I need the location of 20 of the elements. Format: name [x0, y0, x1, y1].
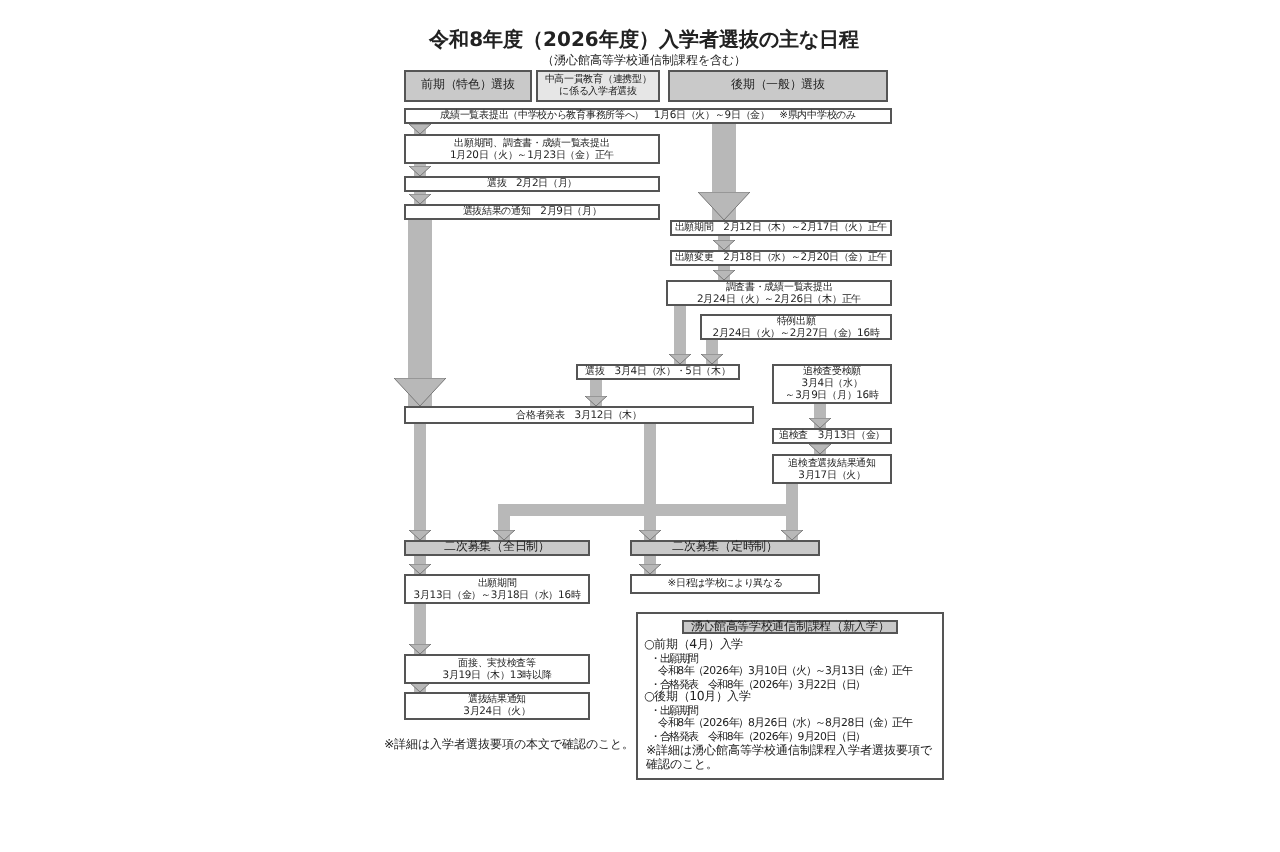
arrow	[638, 556, 662, 575]
arrow	[668, 306, 692, 365]
arrow	[408, 556, 432, 575]
arrow	[393, 220, 447, 407]
arrow	[808, 404, 832, 429]
arrow	[638, 424, 662, 541]
arrow	[700, 340, 724, 365]
arrow	[408, 604, 432, 655]
arrow	[712, 236, 736, 251]
arrow	[808, 443, 832, 455]
arrow	[408, 681, 432, 693]
arrow	[697, 124, 751, 221]
arrow	[584, 380, 608, 407]
title: 令和8年度（2026年度）入学者選抜の主な日程	[429, 26, 859, 54]
arrow	[712, 266, 736, 281]
arrow	[408, 164, 432, 177]
arrow	[408, 192, 432, 205]
arrow	[408, 424, 432, 541]
info-panel	[636, 612, 944, 780]
arrow	[408, 123, 432, 135]
